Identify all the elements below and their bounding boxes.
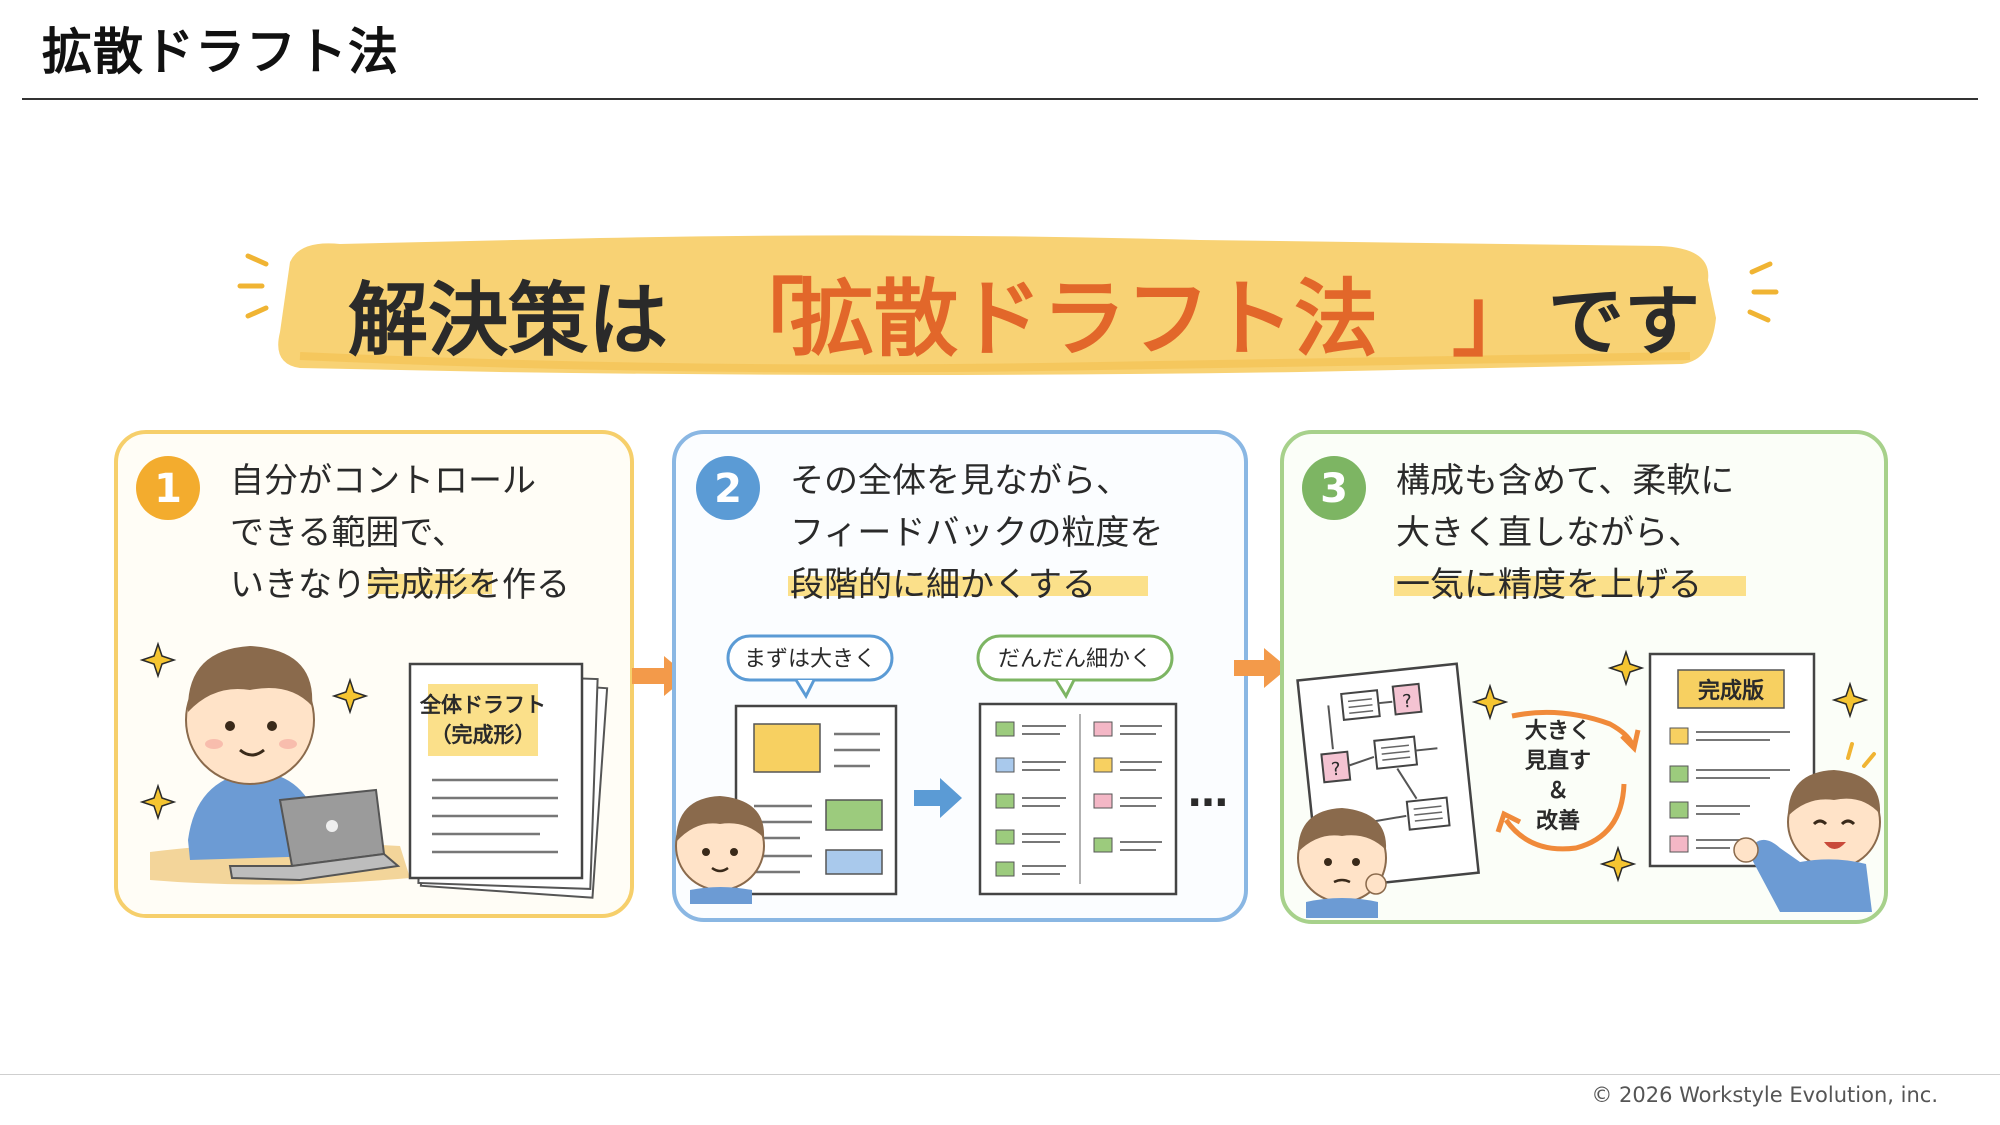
cycle-arrow-top: [1511, 709, 1635, 746]
sparkle-icon: [139, 641, 177, 679]
banner-prefix: 解決策は: [348, 274, 668, 367]
banner-brush-edge: [299, 352, 1691, 373]
draft-label-2: （完成形）: [431, 723, 536, 747]
question-mark-1: ?: [1402, 691, 1414, 713]
sparkle-icon: [1599, 845, 1637, 883]
step-1-line-2: できる範囲で、: [230, 513, 466, 553]
step-2-line-3: 段階的に細かくする: [790, 565, 1096, 605]
banner-close-bracket: 」: [1452, 270, 1536, 368]
cycle-text-4: 改善: [1536, 808, 1580, 834]
question-mark-2: ?: [1330, 759, 1342, 781]
step-badge-3: [1302, 456, 1366, 520]
arrow-right-icon: [1234, 648, 1288, 688]
text-highlight-3: [1394, 576, 1746, 596]
sparkle-icon: [1607, 649, 1645, 687]
banner-open-bracket: 「: [720, 270, 804, 368]
fine-doc-items: [995, 721, 1162, 877]
step-3-line-3: 一気に精度を上げる: [1396, 565, 1702, 605]
banner-highlight: 拡散ドラフト法: [790, 270, 1378, 368]
bubble-1-text: まずは大きく: [744, 647, 876, 672]
step-panel-3: 3 構成も含めて、柔軟に 大きく直しながら、 一気に精度を上げる ? ?: [1280, 430, 1888, 924]
text-highlight-1: [368, 574, 492, 594]
title-divider: [22, 98, 1978, 100]
step-panel-2: 2 その全体を見ながら、 フィードバックの粒度を 段階的に細かくする まずは大き…: [672, 430, 1248, 922]
step-2-line-2: フィードバックの粒度を: [790, 513, 1163, 553]
step-3-line-2: 大きく直しながら、: [1396, 513, 1702, 553]
cycle-text-1: 大きく: [1525, 719, 1591, 744]
kid-hair: [187, 646, 313, 712]
step-1-line-3: いきなり完成形を作る: [230, 565, 570, 605]
text-highlight-2: [788, 576, 1148, 596]
sparkle-icon: [1831, 681, 1869, 719]
sparkle-icon: [331, 677, 369, 715]
step-badge-1: [136, 456, 200, 520]
speech-bubble-2: [976, 634, 1174, 682]
step-1-line-1: 自分がコントロール: [230, 461, 536, 501]
banner: 解決策は 「 拡散ドラフト法 」 です: [237, 235, 1779, 375]
cycle-text-2: 見直す: [1525, 748, 1591, 774]
footer-divider: [0, 1074, 2000, 1075]
step-badge-2: [696, 456, 760, 520]
slide-title: 拡散ドラフト法: [42, 23, 399, 81]
laptop-base: [228, 852, 401, 882]
banner-suffix: です: [1548, 277, 1700, 366]
ellipsis: …: [1188, 770, 1228, 816]
final-label: 完成版: [1698, 678, 1764, 704]
cycle-arrow-bottom: [1503, 783, 1627, 852]
step-number-3: 3: [1320, 466, 1348, 512]
step-panel-1: 1 自分がコントロール できる範囲で、 いきなり完成形を作る 全体ドラフト （完…: [114, 430, 634, 918]
banner-brush: [278, 235, 1717, 375]
sparkle-lines-right: [1747, 261, 1779, 323]
draft-lines: [432, 778, 558, 854]
step-3-line-1: 構成も含めて、柔軟に: [1396, 461, 1734, 501]
draft-label-bg: [428, 684, 538, 756]
sparkle-icon: [139, 783, 177, 821]
arrow-right-icon: [914, 778, 962, 818]
footer-copyright: © 2026 Workstyle Evolution, inc.: [1591, 1083, 1938, 1107]
draft-label-1: 全体ドラフト: [419, 693, 546, 717]
final-doc-items: [1669, 727, 1790, 853]
step-number-1: 1: [154, 466, 182, 512]
step-number-2: 2: [714, 466, 742, 512]
bubble-2-text: だんだん細かく: [998, 647, 1152, 672]
sparkle-lines-left: [237, 253, 269, 319]
step-2-line-1: その全体を見ながら、: [790, 461, 1130, 501]
sparkle-icon: [1471, 683, 1509, 721]
cycle-text-3: ＆: [1547, 779, 1569, 804]
